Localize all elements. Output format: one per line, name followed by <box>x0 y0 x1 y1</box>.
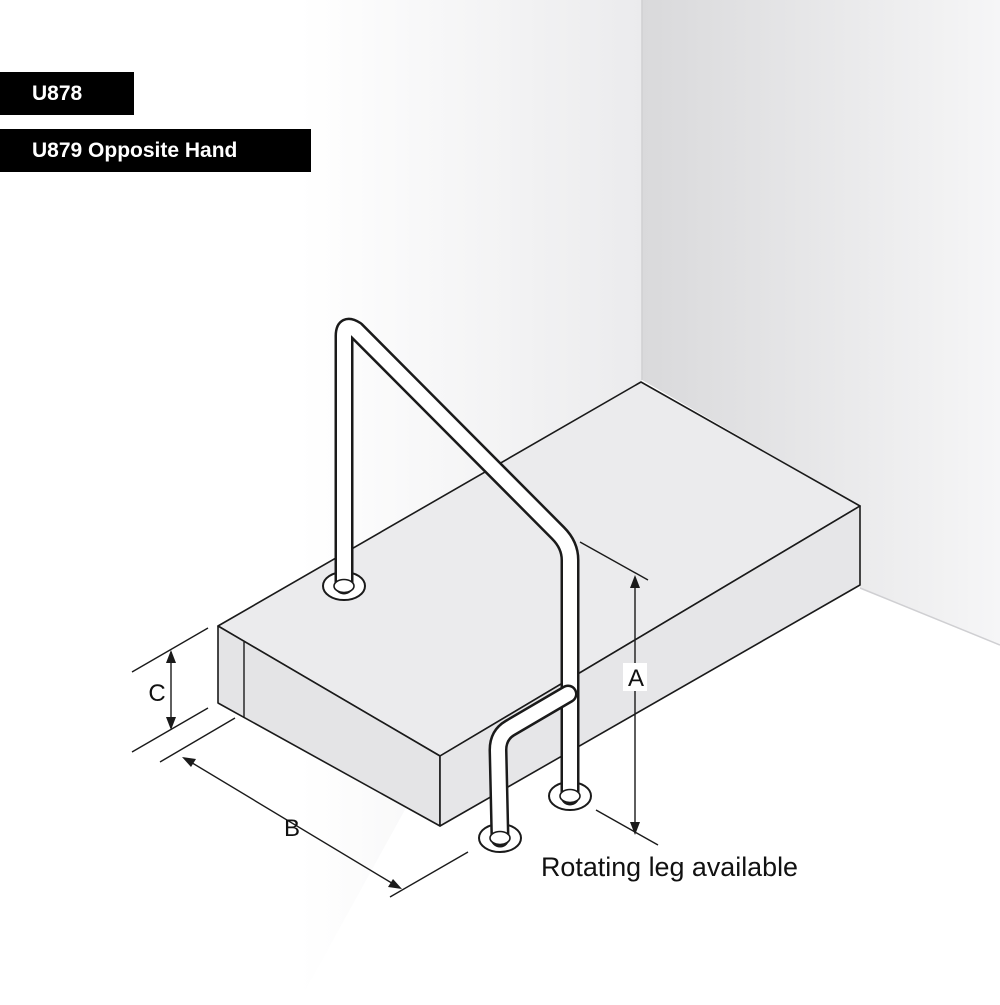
dimension-c: C <box>131 627 209 753</box>
side-wall <box>642 0 1000 645</box>
dimension-b-label: B <box>284 815 300 842</box>
dimension-b: B <box>159 717 469 898</box>
wall-floor-edge <box>859 587 1000 646</box>
dimension-c-label: C <box>148 680 165 707</box>
rotating-leg-note: Rotating leg available <box>541 852 798 882</box>
model-number-badge: U878 <box>0 72 134 115</box>
opposite-hand-badge: U879 Opposite Hand <box>0 129 311 172</box>
dimension-a-label: A <box>628 665 644 692</box>
grab-bar <box>322 317 592 853</box>
dimension-a: A <box>579 541 659 846</box>
step-side <box>439 505 861 827</box>
